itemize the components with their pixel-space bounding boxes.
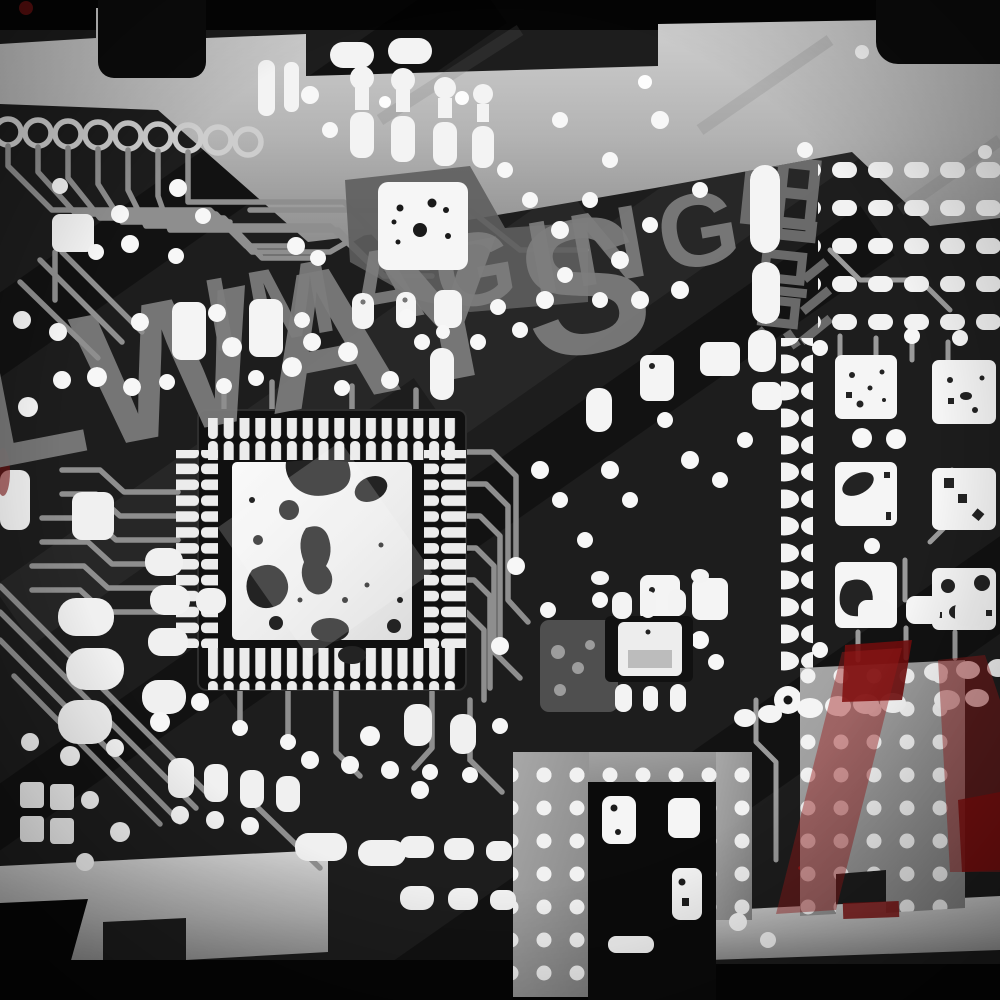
pcb-xray-canvas: IMAGING ALWAYS [0,0,1000,1000]
pcb-xray-image: IMAGING ALWAYS [0,0,1000,1000]
vignette-overlay [0,0,1000,1000]
